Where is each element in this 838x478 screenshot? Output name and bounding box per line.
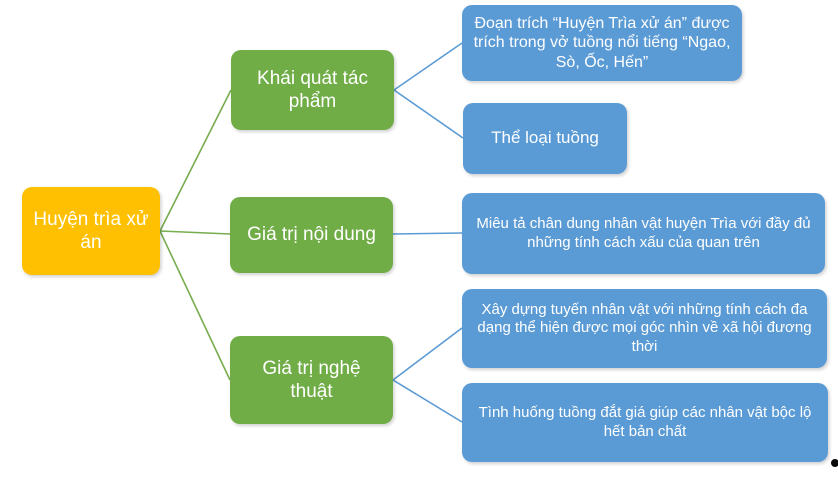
connector-root-to-branch-2 [159,230,231,235]
connector-branch1-to-leaf1 [393,42,463,91]
connector-branch2-to-leaf3 [392,232,463,235]
stray-dot [831,459,838,467]
leaf-node-mieu-ta-chan-dung: Miêu tả chân dung nhân vật huyện Trìa vớ… [462,193,825,274]
branch-node-gia-tri-noi-dung: Giá trị nội dung [230,197,393,273]
root-node-huyen-tria-xu-an: Huyện trìa xử án [22,187,160,275]
branch-node-gia-tri-nghe-thuat: Giá trị nghệ thuật [230,336,393,424]
connector-branch1-to-leaf2 [393,89,464,139]
connector-root-to-branch-3 [159,230,231,381]
branch-node-khai-quat-tac-pham: Khái quát tác phẩm [231,50,394,130]
leaf-node-xay-dung-tuyen-nhan-vat: Xây dựng tuyến nhân vật với những tính c… [462,289,827,368]
connector-branch3-to-leaf4 [392,327,463,381]
connector-root-to-branch-1 [159,89,232,232]
leaf-node-doan-trich: Đoạn trích “Huyện Trìa xử án” được trích… [462,5,742,81]
connector-branch3-to-leaf5 [392,379,463,423]
leaf-node-the-loai-tuong: Thể loại tuồng [463,103,627,174]
leaf-node-tinh-huong-tuong: Tình huống tuồng đắt giá giúp các nhân v… [462,383,828,462]
